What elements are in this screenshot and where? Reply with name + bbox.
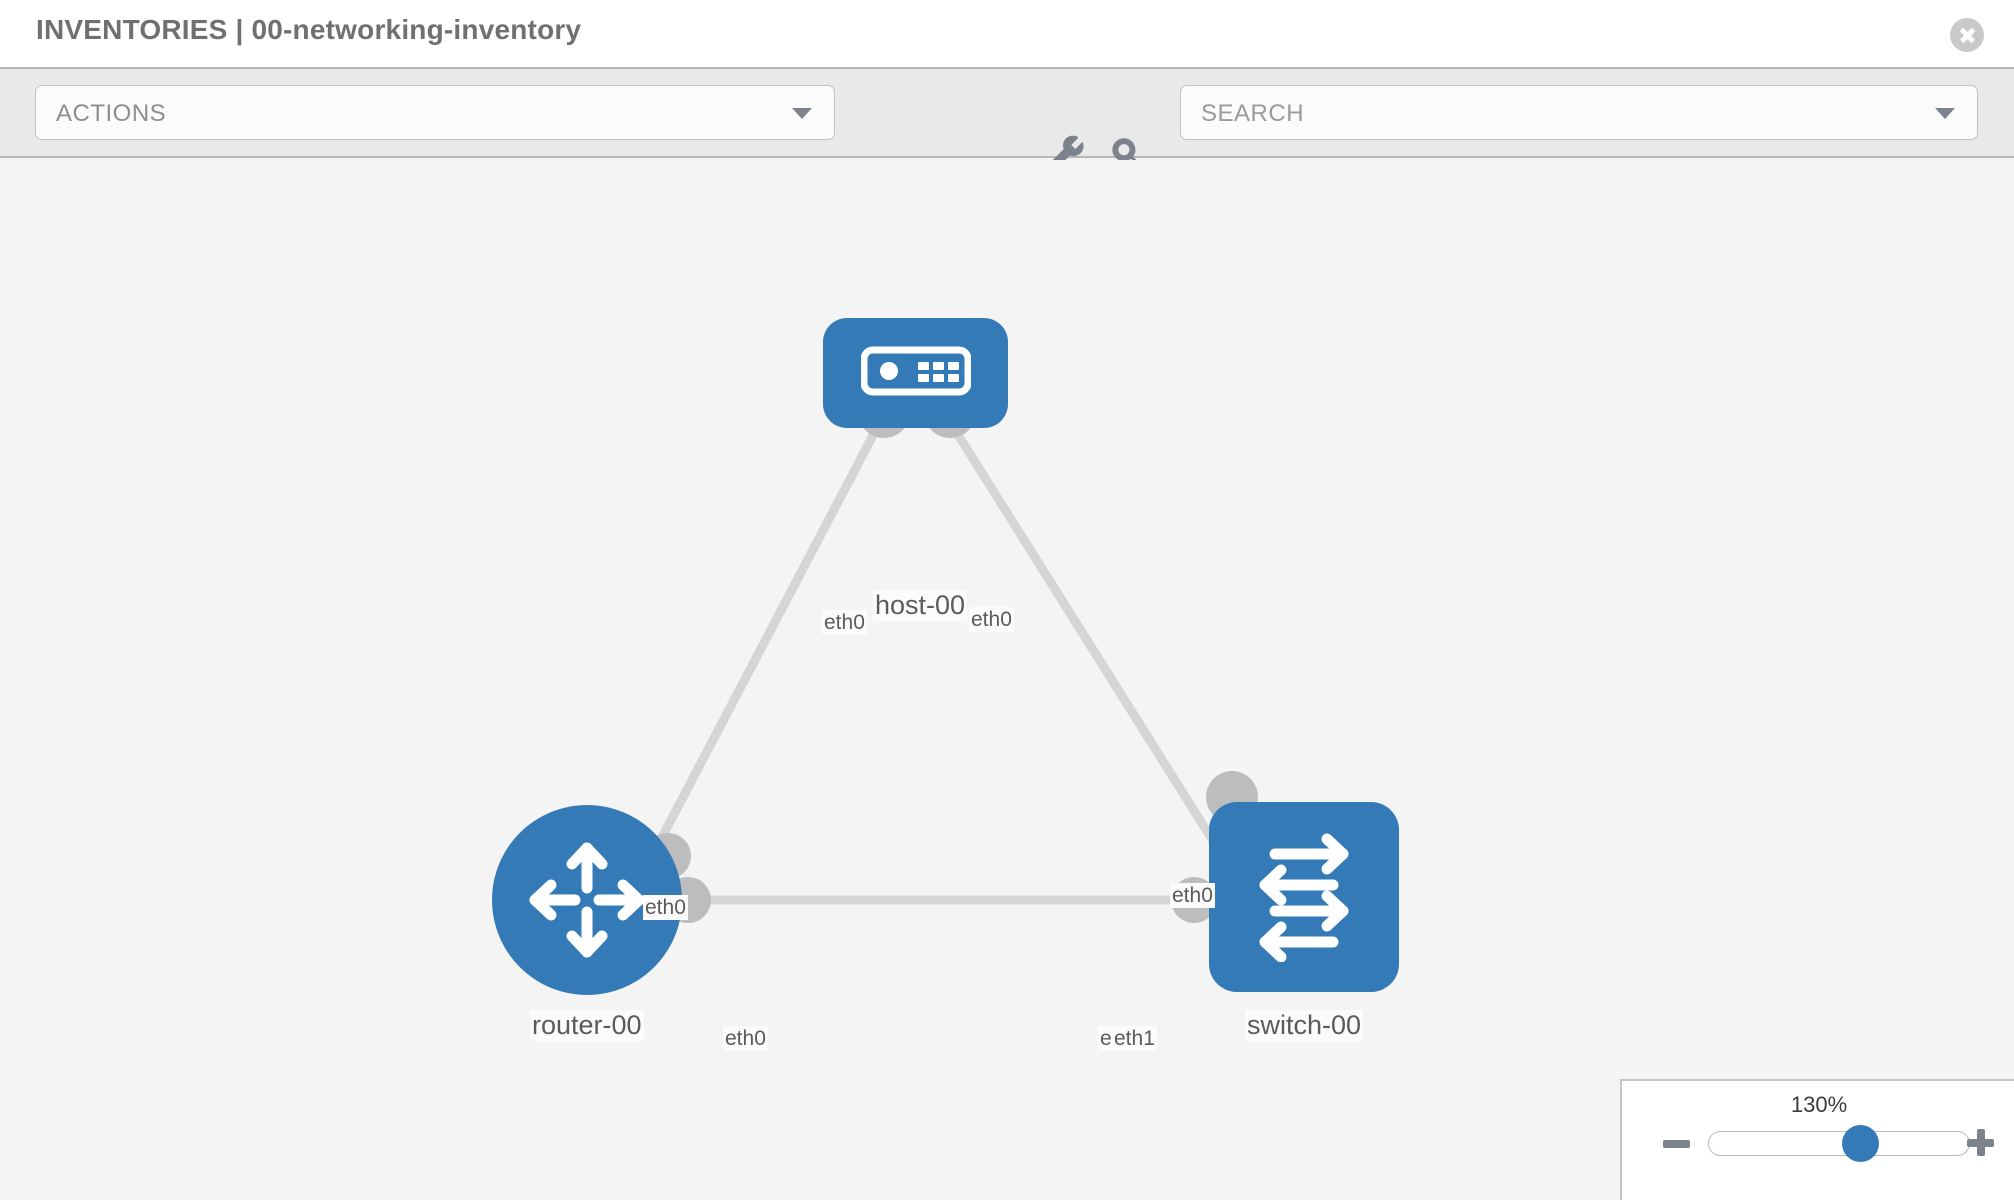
switch-arrows-icon bbox=[1259, 833, 1349, 962]
node-label-host-00: host-00 bbox=[873, 590, 968, 622]
interface-label-switch-eth1: eth1 bbox=[1112, 1026, 1157, 1052]
interface-label-switch-up: eth0 bbox=[1170, 883, 1215, 909]
close-icon[interactable] bbox=[1950, 18, 1984, 52]
link-host-switch bbox=[946, 419, 1229, 863]
search-input[interactable]: SEARCH bbox=[1180, 85, 1978, 140]
interface-label-router-up: eth0 bbox=[643, 895, 688, 921]
search-placeholder: SEARCH bbox=[1201, 100, 1305, 127]
interface-label-host-right: eth0 bbox=[969, 607, 1014, 633]
node-label-switch-00: switch-00 bbox=[1245, 1010, 1364, 1042]
minus-icon[interactable] bbox=[1663, 1140, 1690, 1148]
node-label-router-00: router-00 bbox=[530, 1010, 644, 1042]
node-host-00[interactable] bbox=[823, 318, 1008, 428]
plus-icon[interactable] bbox=[1967, 1129, 1994, 1156]
interface-label-host-left: eth0 bbox=[822, 610, 867, 636]
toolbar: ACTIONS SEARCH bbox=[0, 69, 2014, 175]
chevron-down-icon bbox=[792, 107, 812, 119]
topology-canvas[interactable]: host-00 router-00 switch-00 eth0 eth0 et… bbox=[0, 160, 2014, 1200]
zoom-slider[interactable] bbox=[1708, 1125, 1970, 1162]
zoom-control-panel: 130% bbox=[1620, 1079, 2014, 1200]
chevron-down-icon bbox=[1935, 107, 1955, 119]
topology-links-layer bbox=[645, 386, 1258, 923]
router-arrows-icon bbox=[529, 842, 645, 958]
server-device-icon bbox=[860, 346, 971, 396]
interface-label-router-side: eth0 bbox=[723, 1026, 768, 1052]
actions-dropdown[interactable]: ACTIONS bbox=[35, 85, 835, 140]
page-title: INVENTORIES | 00-networking-inventory bbox=[36, 14, 582, 45]
actions-dropdown-label: ACTIONS bbox=[56, 100, 167, 127]
zoom-slider-thumb[interactable] bbox=[1841, 1125, 1879, 1162]
zoom-level-value: 130% bbox=[1790, 1092, 1848, 1117]
node-switch-00[interactable] bbox=[1209, 802, 1399, 992]
link-router-host bbox=[646, 419, 884, 863]
page-header: INVENTORIES | 00-networking-inventory bbox=[0, 0, 2014, 69]
